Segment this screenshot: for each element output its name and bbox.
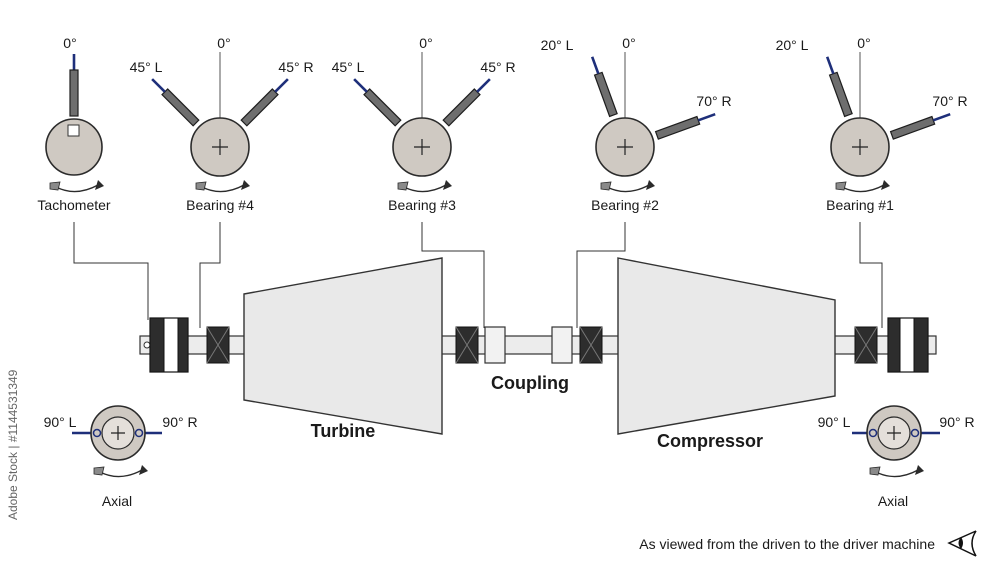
bearing-4-leader-line xyxy=(199,222,221,328)
tacho-keyphasor-mark xyxy=(67,124,80,137)
bearing-3-probe-right-label: 45° R xyxy=(480,59,515,75)
rotation-arrow-icon xyxy=(835,179,891,193)
shaft-keyphasor-notch xyxy=(143,341,151,349)
bearing-1-housing-cross xyxy=(854,326,878,364)
tachometer-group: 0° Tachometer xyxy=(37,35,149,320)
bearing-1-probe-left-label: 20° L xyxy=(776,37,809,53)
bearing-2-probe-left-label: 20° L xyxy=(541,37,574,53)
bearing-2-probe-right xyxy=(654,115,701,140)
bearing-4-probe-left-cable xyxy=(151,78,166,93)
bearing-2-center-cross-icon xyxy=(617,139,633,155)
bearing-4-probe-left xyxy=(161,88,200,127)
bearing-2-probe-0-label: 0° xyxy=(622,35,635,51)
turbine-label: Turbine xyxy=(311,421,376,441)
view-direction-note: As viewed from the driven to the driver … xyxy=(639,536,935,552)
bearing-4-center-cross-icon xyxy=(212,139,228,155)
eye-icon xyxy=(947,530,977,557)
bearing-3-probe-0-label: 0° xyxy=(419,35,432,51)
axial-right-probe-right-tip xyxy=(910,428,920,438)
axial-left-label: Axial xyxy=(102,493,132,509)
rotation-arrow-icon xyxy=(195,179,251,193)
bearing-4-group: 45° L 0° 45° R Bearing #4 xyxy=(130,35,314,328)
bearing-2-probe-right-label: 70° R xyxy=(696,93,731,109)
bearing-1-leader-line xyxy=(859,222,883,328)
bearing-3-probe-right-cable xyxy=(476,78,491,93)
bearing-4-probe-right-cable xyxy=(274,78,289,93)
bearing-4-label: Bearing #4 xyxy=(186,197,254,213)
tachometer-label: Tachometer xyxy=(37,197,110,213)
thrust-collar-right-pad-b xyxy=(913,317,929,373)
rotation-arrow-icon xyxy=(600,179,656,193)
thrust-collar-left-pad-b xyxy=(177,317,189,373)
bearing-2-leader-line xyxy=(576,222,626,328)
bearing-1-probe-right xyxy=(889,115,936,140)
coupling-hub-right xyxy=(551,326,573,364)
bearing-3-housing-cross xyxy=(455,326,479,364)
bearing-3-probe-left xyxy=(363,88,402,127)
tacho-leader-line xyxy=(73,222,149,320)
thrust-collar-left-pad-a xyxy=(149,317,165,373)
coupling-hub-left xyxy=(484,326,506,364)
compressor-label: Compressor xyxy=(657,431,763,451)
watermark-text: Adobe Stock | #1144531349 xyxy=(6,369,20,520)
bearing-3-group: 45° L 0° 45° R Bearing #3 xyxy=(332,35,516,328)
bearing-4-probe-right xyxy=(240,88,279,127)
thrust-collar-right-pad-a xyxy=(887,317,901,373)
axial-left-probe-right-tip xyxy=(134,428,144,438)
bearing-2-probe-right-cable xyxy=(697,112,716,122)
coupling-label: Coupling xyxy=(491,373,569,393)
bearing-3-center-cross-icon xyxy=(414,139,430,155)
bearing-4-housing-cross xyxy=(206,326,230,364)
axial-left-90l-label: 90° L xyxy=(44,414,77,430)
rotation-arrow-icon xyxy=(397,179,453,193)
axial-right-label: Axial xyxy=(878,493,908,509)
axial-right-90r-label: 90° R xyxy=(939,414,974,430)
compressor-casing xyxy=(617,257,836,435)
axial-right-90l-label: 90° L xyxy=(818,414,851,430)
bearing-2-label: Bearing #2 xyxy=(591,197,659,213)
bearing-4-probe-left-label: 45° L xyxy=(130,59,163,75)
bearing-3-leader-line xyxy=(421,222,485,328)
axial-left-90r-label: 90° R xyxy=(162,414,197,430)
bearing-2-probe-left-cable xyxy=(590,56,600,75)
tacho-probe-body xyxy=(69,69,79,117)
machine-train: Turbine Coupling Compressor xyxy=(139,257,937,451)
bearing-4-probe-0-label: 0° xyxy=(217,35,230,51)
bearing-2-housing-cross xyxy=(579,326,603,364)
axial-right-probe-left-tip xyxy=(868,428,878,438)
bearing-1-probe-0-label: 0° xyxy=(857,35,870,51)
bearing-1-group: 20° L 0° 70° R Bearing #1 xyxy=(776,35,968,328)
rotation-arrow-icon xyxy=(49,179,105,193)
bearing-3-probe-right xyxy=(442,88,481,127)
rotation-arrow-icon xyxy=(869,464,925,478)
axial-right-center-cross-icon xyxy=(887,426,901,440)
bearing-2-probe-left xyxy=(593,71,618,118)
bearing-1-probe-right-cable xyxy=(932,112,951,122)
axial-left-center-cross-icon xyxy=(111,426,125,440)
bearing-3-probe-left-cable xyxy=(353,78,368,93)
turbine-casing xyxy=(243,257,443,435)
bearing-1-label: Bearing #1 xyxy=(826,197,894,213)
bearing-1-probe-right-label: 70° R xyxy=(932,93,967,109)
bearing-1-probe-left xyxy=(828,71,853,118)
tacho-disc xyxy=(45,118,103,176)
bearing-3-label: Bearing #3 xyxy=(388,197,456,213)
axial-left-probe-left-tip xyxy=(92,428,102,438)
bearing-2-group: 20° L 0° 70° R Bearing #2 xyxy=(541,35,732,328)
axial-left-group: 90° L 90° R Axial xyxy=(44,405,198,509)
bearing-1-probe-left-cable xyxy=(825,56,835,75)
bearing-1-center-cross-icon xyxy=(852,139,868,155)
axial-right-group: 90° L 90° R Axial xyxy=(818,405,975,509)
tacho-probe-0-label: 0° xyxy=(63,35,76,51)
bearing-3-probe-left-label: 45° L xyxy=(332,59,365,75)
bearing-4-probe-right-label: 45° R xyxy=(278,59,313,75)
rotation-arrow-icon xyxy=(93,464,149,478)
